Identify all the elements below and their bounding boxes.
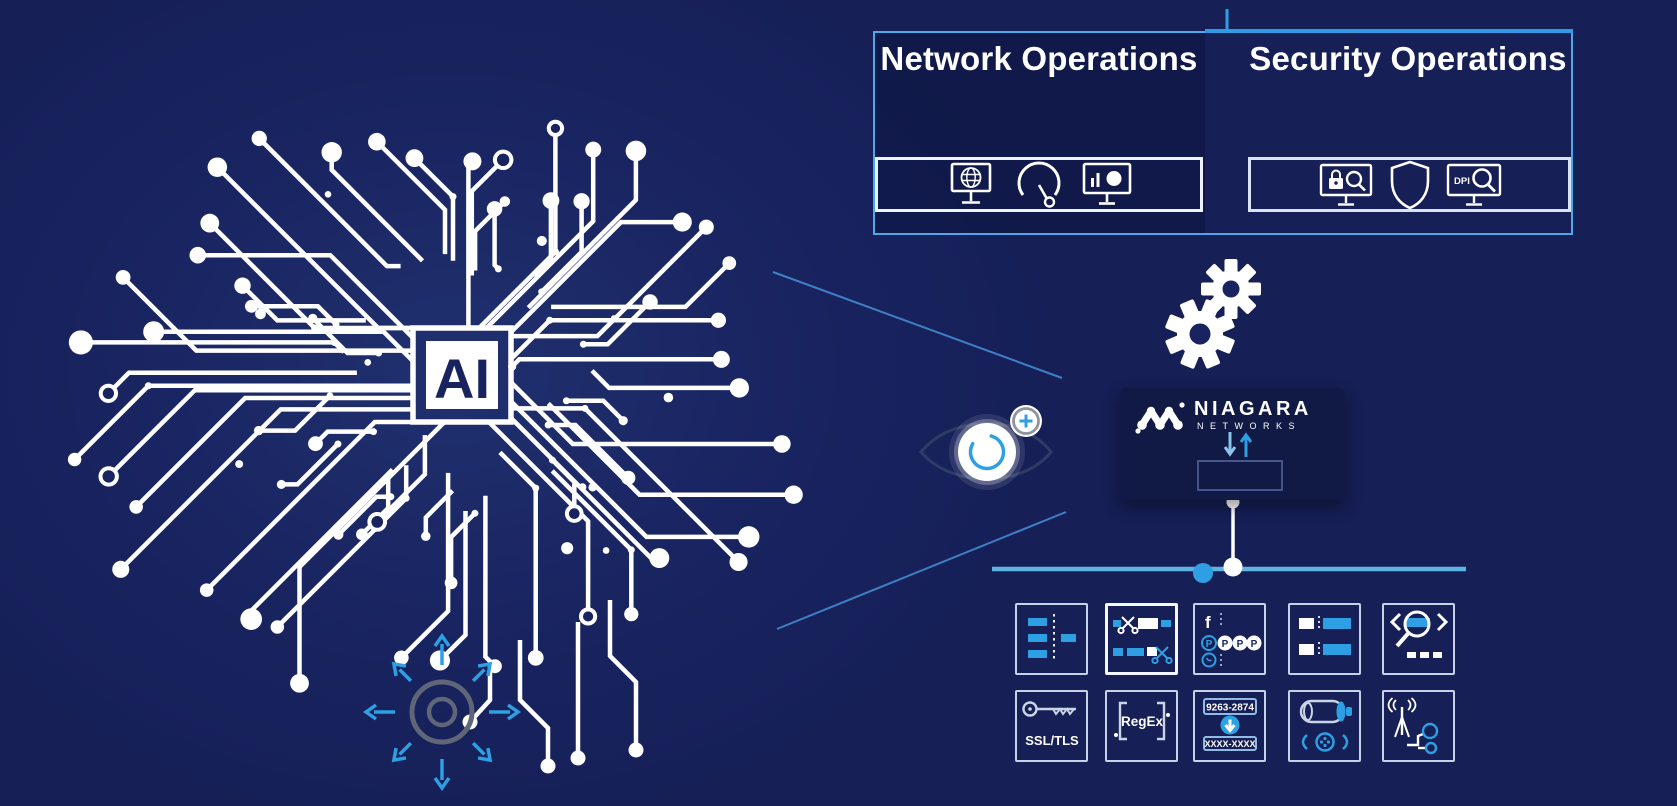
ai-brain-circuit-icon [67,119,803,774]
eye-zoom-icon [919,405,1053,490]
niagara-logo-icon [1135,402,1185,434]
app-filtering-icon: f P P P P [1200,613,1261,668]
expand-target-icon [362,632,522,792]
header-stripping-box [1288,603,1361,675]
ai-chip-label: AI [434,347,490,410]
lock-search-monitor-icon [1319,163,1372,206]
traffic-aggregation-box [1015,603,1088,675]
traffic-aggregation-icon [1027,614,1076,662]
dpi-label: DPI [1454,176,1470,187]
wireless-mapping-box [1382,690,1455,762]
pin-glyph: P [1205,639,1212,650]
network-operations-title: Network Operations [880,40,1198,77]
packet-inspection-box [1382,603,1455,675]
ai-chip: AI [410,325,514,425]
data-masking-icon: 9263-2874 XXXX-XXXX [1202,698,1257,751]
network-panel-shade [875,33,1205,233]
niagara-brand: NIAGARA [1194,398,1312,420]
gauge-icon [1017,161,1061,208]
app-filtering-box: f P P P P [1193,603,1266,675]
gears-icon [1165,259,1261,369]
distribution-connector [992,495,1466,583]
mask-original-label: 9263-2874 [1206,703,1254,714]
packet-inspection-icon [1389,610,1448,658]
globe-monitor-icon [950,162,992,204]
niagara-port-slot [1197,460,1283,491]
connector-line-lower [776,511,1067,630]
facebook-glyph: f [1205,613,1211,632]
connector-line-upper [772,271,1063,379]
ssl-tls-label: SSL/TLS [1025,733,1079,748]
header-stripping-icon [1298,616,1351,657]
network-tools-bar [875,157,1203,212]
security-panel-top-edge [1205,29,1573,33]
dpi-search-monitor-icon: DPI [1446,163,1501,206]
data-masking-box: 9263-2874 XXXX-XXXX [1193,690,1266,762]
download-upload-arrows-icon [1223,432,1253,457]
regex-label: RegEx [1120,714,1163,729]
regex-box: RegEx [1105,690,1178,762]
shield-icon [1390,160,1429,209]
ssl-tls-box: SSL/TLS [1015,690,1088,762]
security-tools-bar: DPI [1248,157,1571,212]
niagara-networks-box: NIAGARA NETWORKS [1120,388,1345,500]
packet-slicing-icon [1112,616,1173,665]
pin-glyph: P [1250,639,1257,650]
security-operations-title: Security Operations [1249,40,1567,77]
pin-glyph: P [1236,639,1243,650]
ssl-tls-key-icon: SSL/TLS [1021,701,1079,748]
pin-glyph: P [1221,639,1228,650]
wireless-mapping-icon [1387,697,1438,755]
packet-slicing-box [1105,603,1178,675]
regex-icon: RegEx [1113,701,1170,741]
tunnel-icon [1299,699,1352,752]
analytics-monitor-icon [1082,162,1132,205]
tunnel-box [1288,690,1361,762]
niagara-subbrand: NETWORKS [1197,421,1302,431]
mask-masked-label: XXXX-XXXX [1204,739,1255,749]
